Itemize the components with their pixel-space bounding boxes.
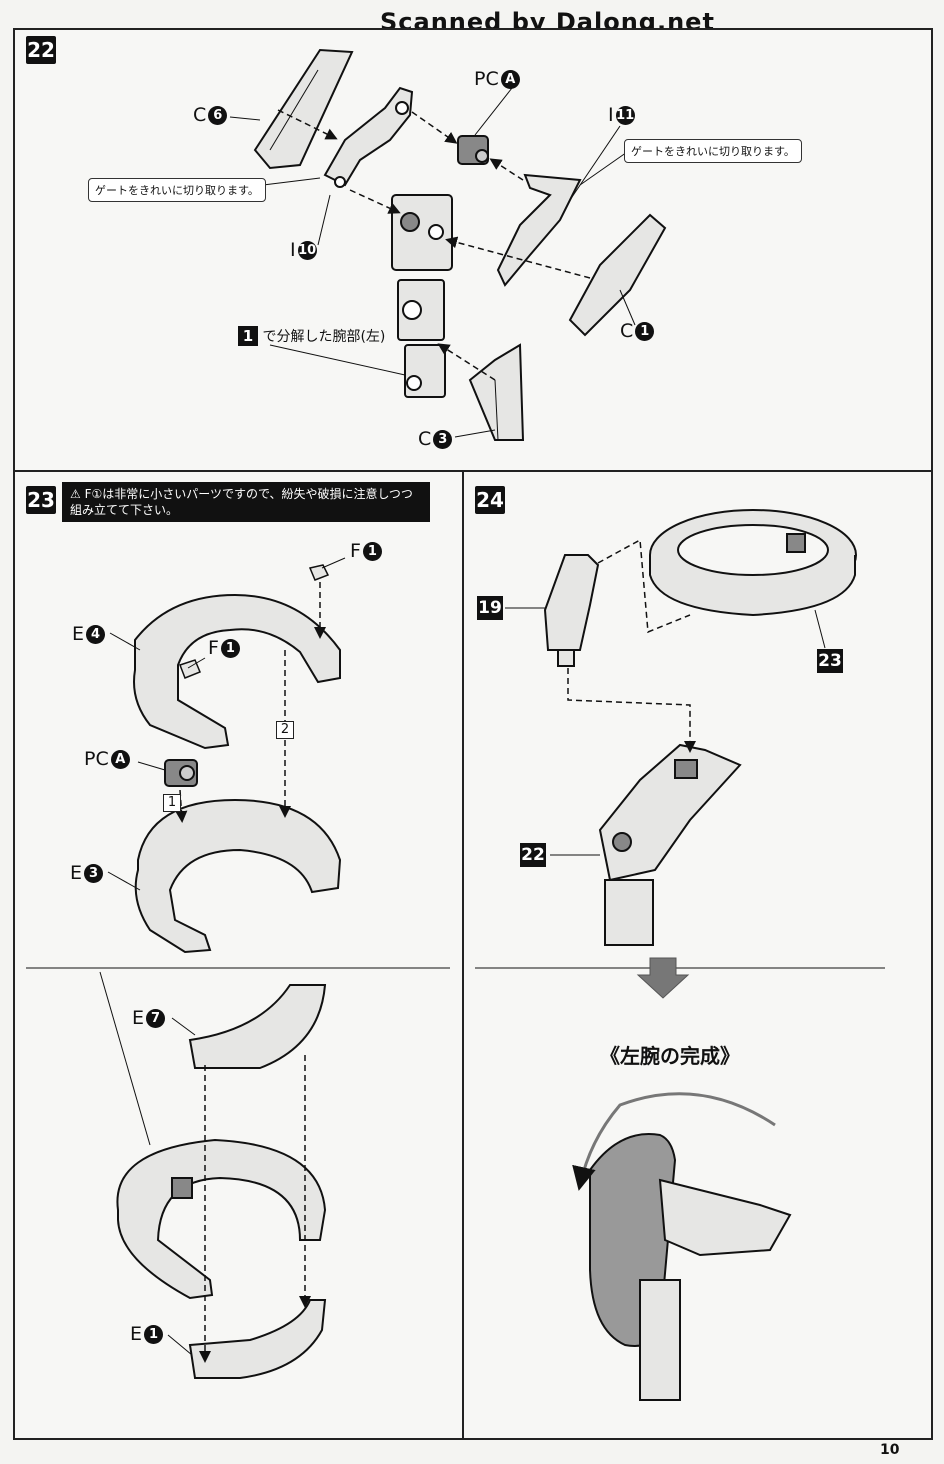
arm-assembly-22 (598, 743, 742, 946)
step24-guides (567, 538, 696, 753)
page-number: 10 (880, 1442, 900, 1458)
part-e1 (188, 1299, 327, 1379)
step24-leaders (505, 607, 826, 856)
step23b-guides (199, 1055, 311, 1363)
ref-22-badge: 22 (520, 843, 546, 867)
arm-core (391, 194, 453, 398)
rotation-arrow-icon (572, 1092, 776, 1191)
step22-guides (277, 109, 591, 381)
part-pc-a-23 (164, 759, 198, 787)
ref-step-1-badge: 1 (238, 326, 258, 346)
warning-icon: ⚠ (70, 487, 81, 501)
step23-leaders (107, 557, 346, 891)
part-19 (543, 554, 600, 667)
gate-note-left: ゲートをきれいに切り取ります。 (88, 178, 266, 202)
order-1-box: 1 (163, 794, 181, 812)
part-i10-arm-plate (323, 86, 414, 188)
ref-19-badge: 19 (477, 596, 503, 620)
order-2-box: 2 (276, 721, 294, 739)
step-22-panel (13, 28, 933, 472)
part-e3 (134, 798, 342, 954)
step-24-number: 24 (475, 486, 505, 514)
ref-23-badge: 23 (817, 649, 843, 673)
step-23-warning: ⚠ F①は非常に小さいパーツですので、紛失や破損に注意しつつ 組み立てて下さい。 (62, 482, 430, 522)
ring-23 (649, 509, 857, 617)
part-c1 (568, 213, 667, 337)
down-arrow-icon (636, 957, 690, 999)
step22-leaders (229, 87, 636, 438)
part-e4 (133, 593, 341, 750)
step-22-number: 22 (26, 36, 56, 64)
gate-note-right: ゲートをきれいに切り取ります。 (624, 139, 802, 163)
part-c6 (253, 48, 354, 170)
part-c3 (468, 343, 525, 441)
part-pc-a (457, 135, 489, 165)
ref-disassembled-arm: 1 で分解した腕部(左) (238, 326, 385, 346)
step-24-panel (462, 470, 933, 1440)
ring-assembly (116, 1138, 327, 1300)
step23b-leaders (99, 971, 196, 1356)
step-23-number: 23 (26, 486, 56, 514)
completed-left-arm (589, 1133, 792, 1401)
part-i11-plate (496, 173, 582, 287)
complete-title: 《左腕の完成》 (600, 1044, 740, 1068)
step-23-panel (13, 470, 464, 1440)
part-f1 (179, 564, 330, 679)
part-e7 (188, 984, 327, 1069)
